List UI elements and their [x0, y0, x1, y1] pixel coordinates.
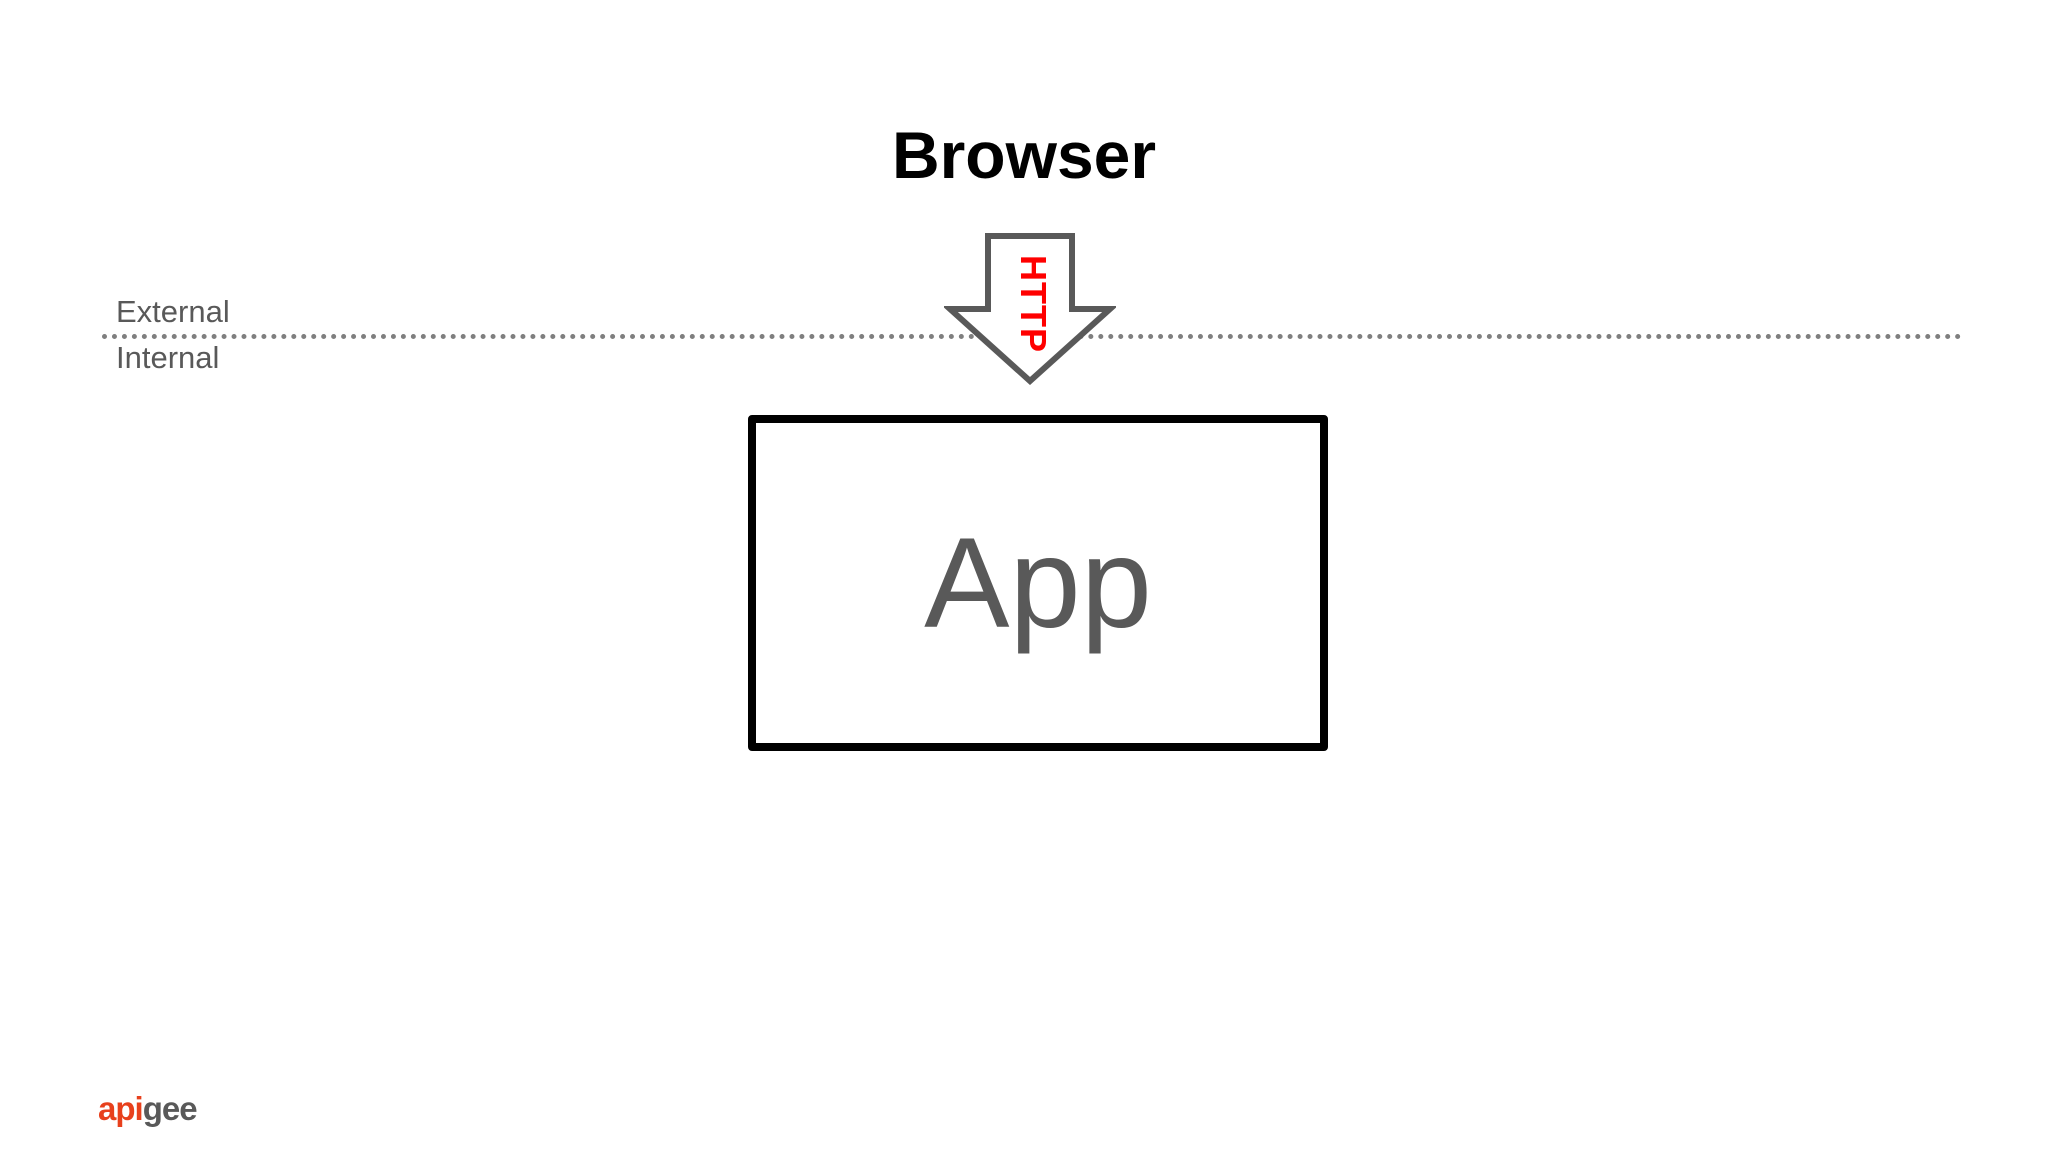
app-label: App [924, 511, 1152, 655]
internal-zone-label: Internal [116, 340, 220, 375]
app-box: App [748, 415, 1328, 751]
down-arrow-icon [944, 233, 1116, 385]
http-arrow-label: HTTP [1013, 255, 1054, 353]
diagram-title: Browser [891, 118, 1157, 192]
external-zone-label: External [116, 294, 230, 329]
svg-text:apigee: apigee [98, 1090, 197, 1127]
apigee-logo: apigee [98, 1090, 198, 1127]
